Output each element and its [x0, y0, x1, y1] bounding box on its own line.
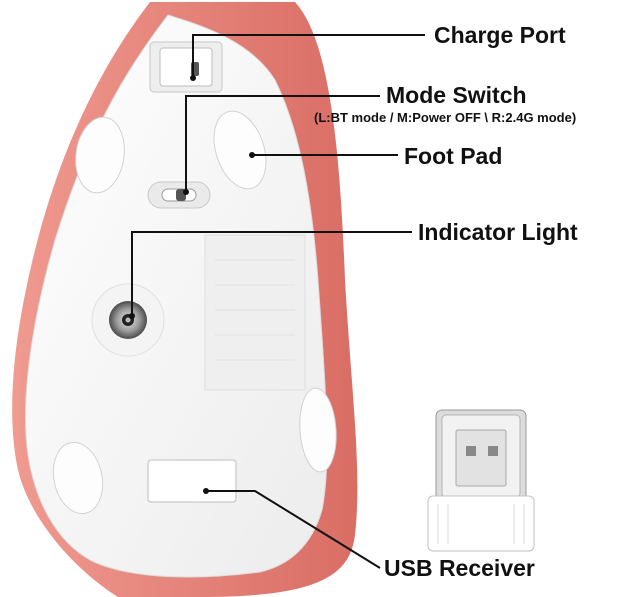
usb-receiver-label: USB Receiver: [384, 555, 535, 581]
leader-lines: [131, 34, 425, 569]
charge-port-label: Charge Port: [434, 22, 566, 48]
indicator-light-label: Indicator Light: [418, 219, 578, 245]
usb-receiver-icon: [427, 409, 535, 552]
foot-pad-label: Foot Pad: [404, 143, 503, 169]
indicator-light-icon: [91, 283, 165, 357]
charge-port-icon: [149, 41, 223, 93]
indicator-light-leader: [131, 231, 412, 316]
mode-switch-detail: (L:BT mode / M:Power OFF \ R:2.4G mode): [314, 110, 577, 125]
mode-switch-label: Mode Switch: [386, 82, 527, 108]
mode-switch-icon: [147, 181, 211, 209]
charge-port-leader: [192, 34, 425, 78]
label-sticker: [204, 234, 306, 391]
receiver-slot: [147, 459, 237, 503]
mode-switch-leader: [185, 95, 380, 192]
usb-receiver-leader: [206, 490, 381, 569]
foot-pad-icons: [52, 110, 337, 515]
